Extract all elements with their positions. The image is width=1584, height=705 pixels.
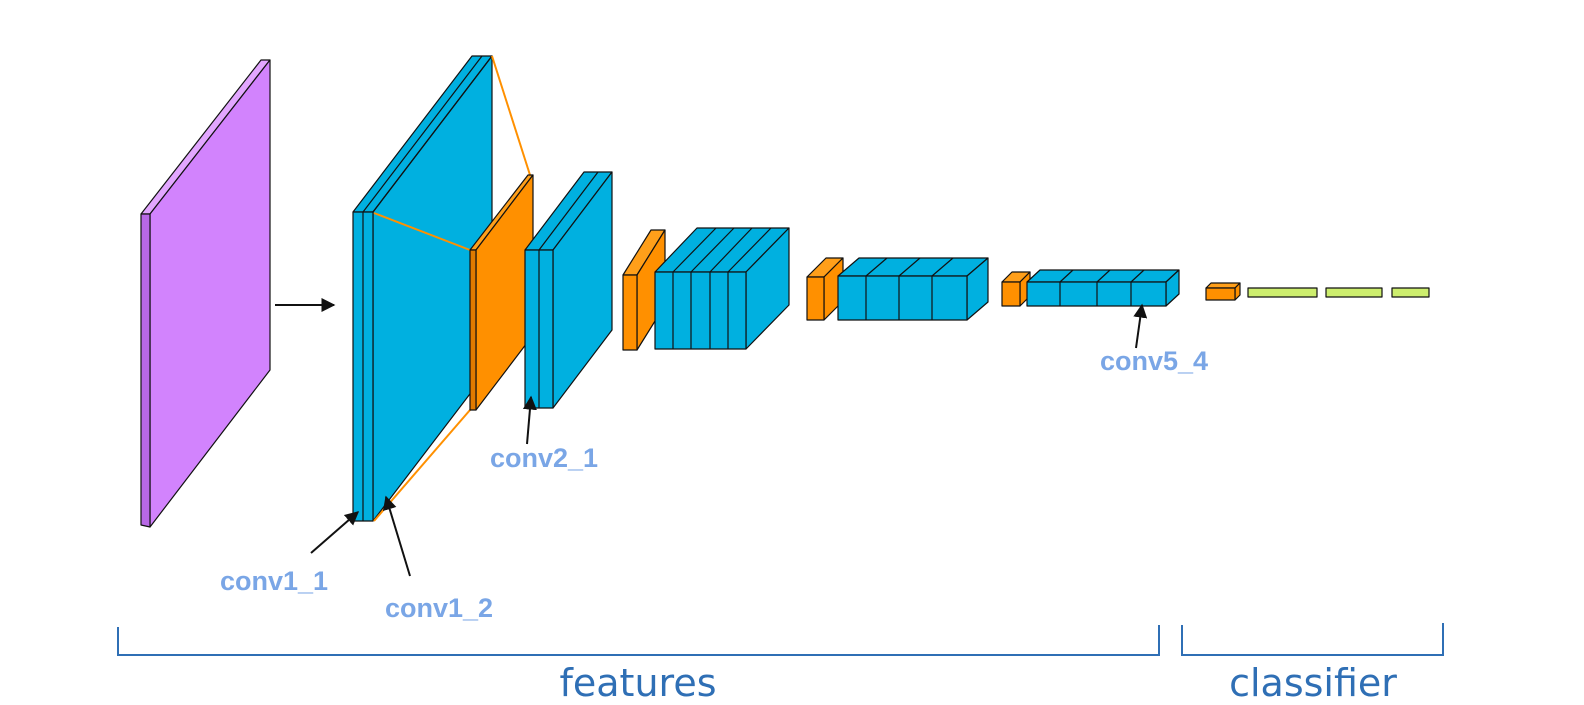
label-conv5-4: conv5_4: [1100, 346, 1208, 376]
input-image: [140, 59, 271, 528]
conv1-block: [352, 55, 493, 522]
pool1-block: [469, 174, 534, 411]
conv5-block: [1026, 269, 1180, 307]
pool2-block: [622, 229, 666, 351]
fc-layer-1: [1247, 287, 1318, 298]
conv5-4-pointer: [1133, 303, 1148, 349]
pool5-block: [1205, 282, 1241, 301]
label-conv2-1: conv2_1: [490, 443, 598, 473]
conv2-1-pointer: [522, 395, 537, 445]
conv3-block: [654, 227, 790, 350]
fc-layers: [1247, 287, 1430, 298]
features-bracket: [117, 625, 1160, 656]
conv1-2-pointer: [382, 495, 411, 577]
group-label-features: features: [560, 661, 717, 705]
fc-layer-2: [1325, 287, 1383, 298]
classifier-bracket: [1181, 623, 1444, 656]
conv1-1-pointer: [310, 511, 360, 554]
group-label-classifier: classifier: [1229, 661, 1397, 705]
conv2-block: [524, 171, 613, 409]
fc-layer-3: [1391, 287, 1430, 298]
pool4-block: [1001, 271, 1031, 307]
label-conv1-2: conv1_2: [385, 593, 493, 623]
label-conv1-1: conv1_1: [220, 566, 328, 596]
conv4-block: [837, 257, 989, 321]
